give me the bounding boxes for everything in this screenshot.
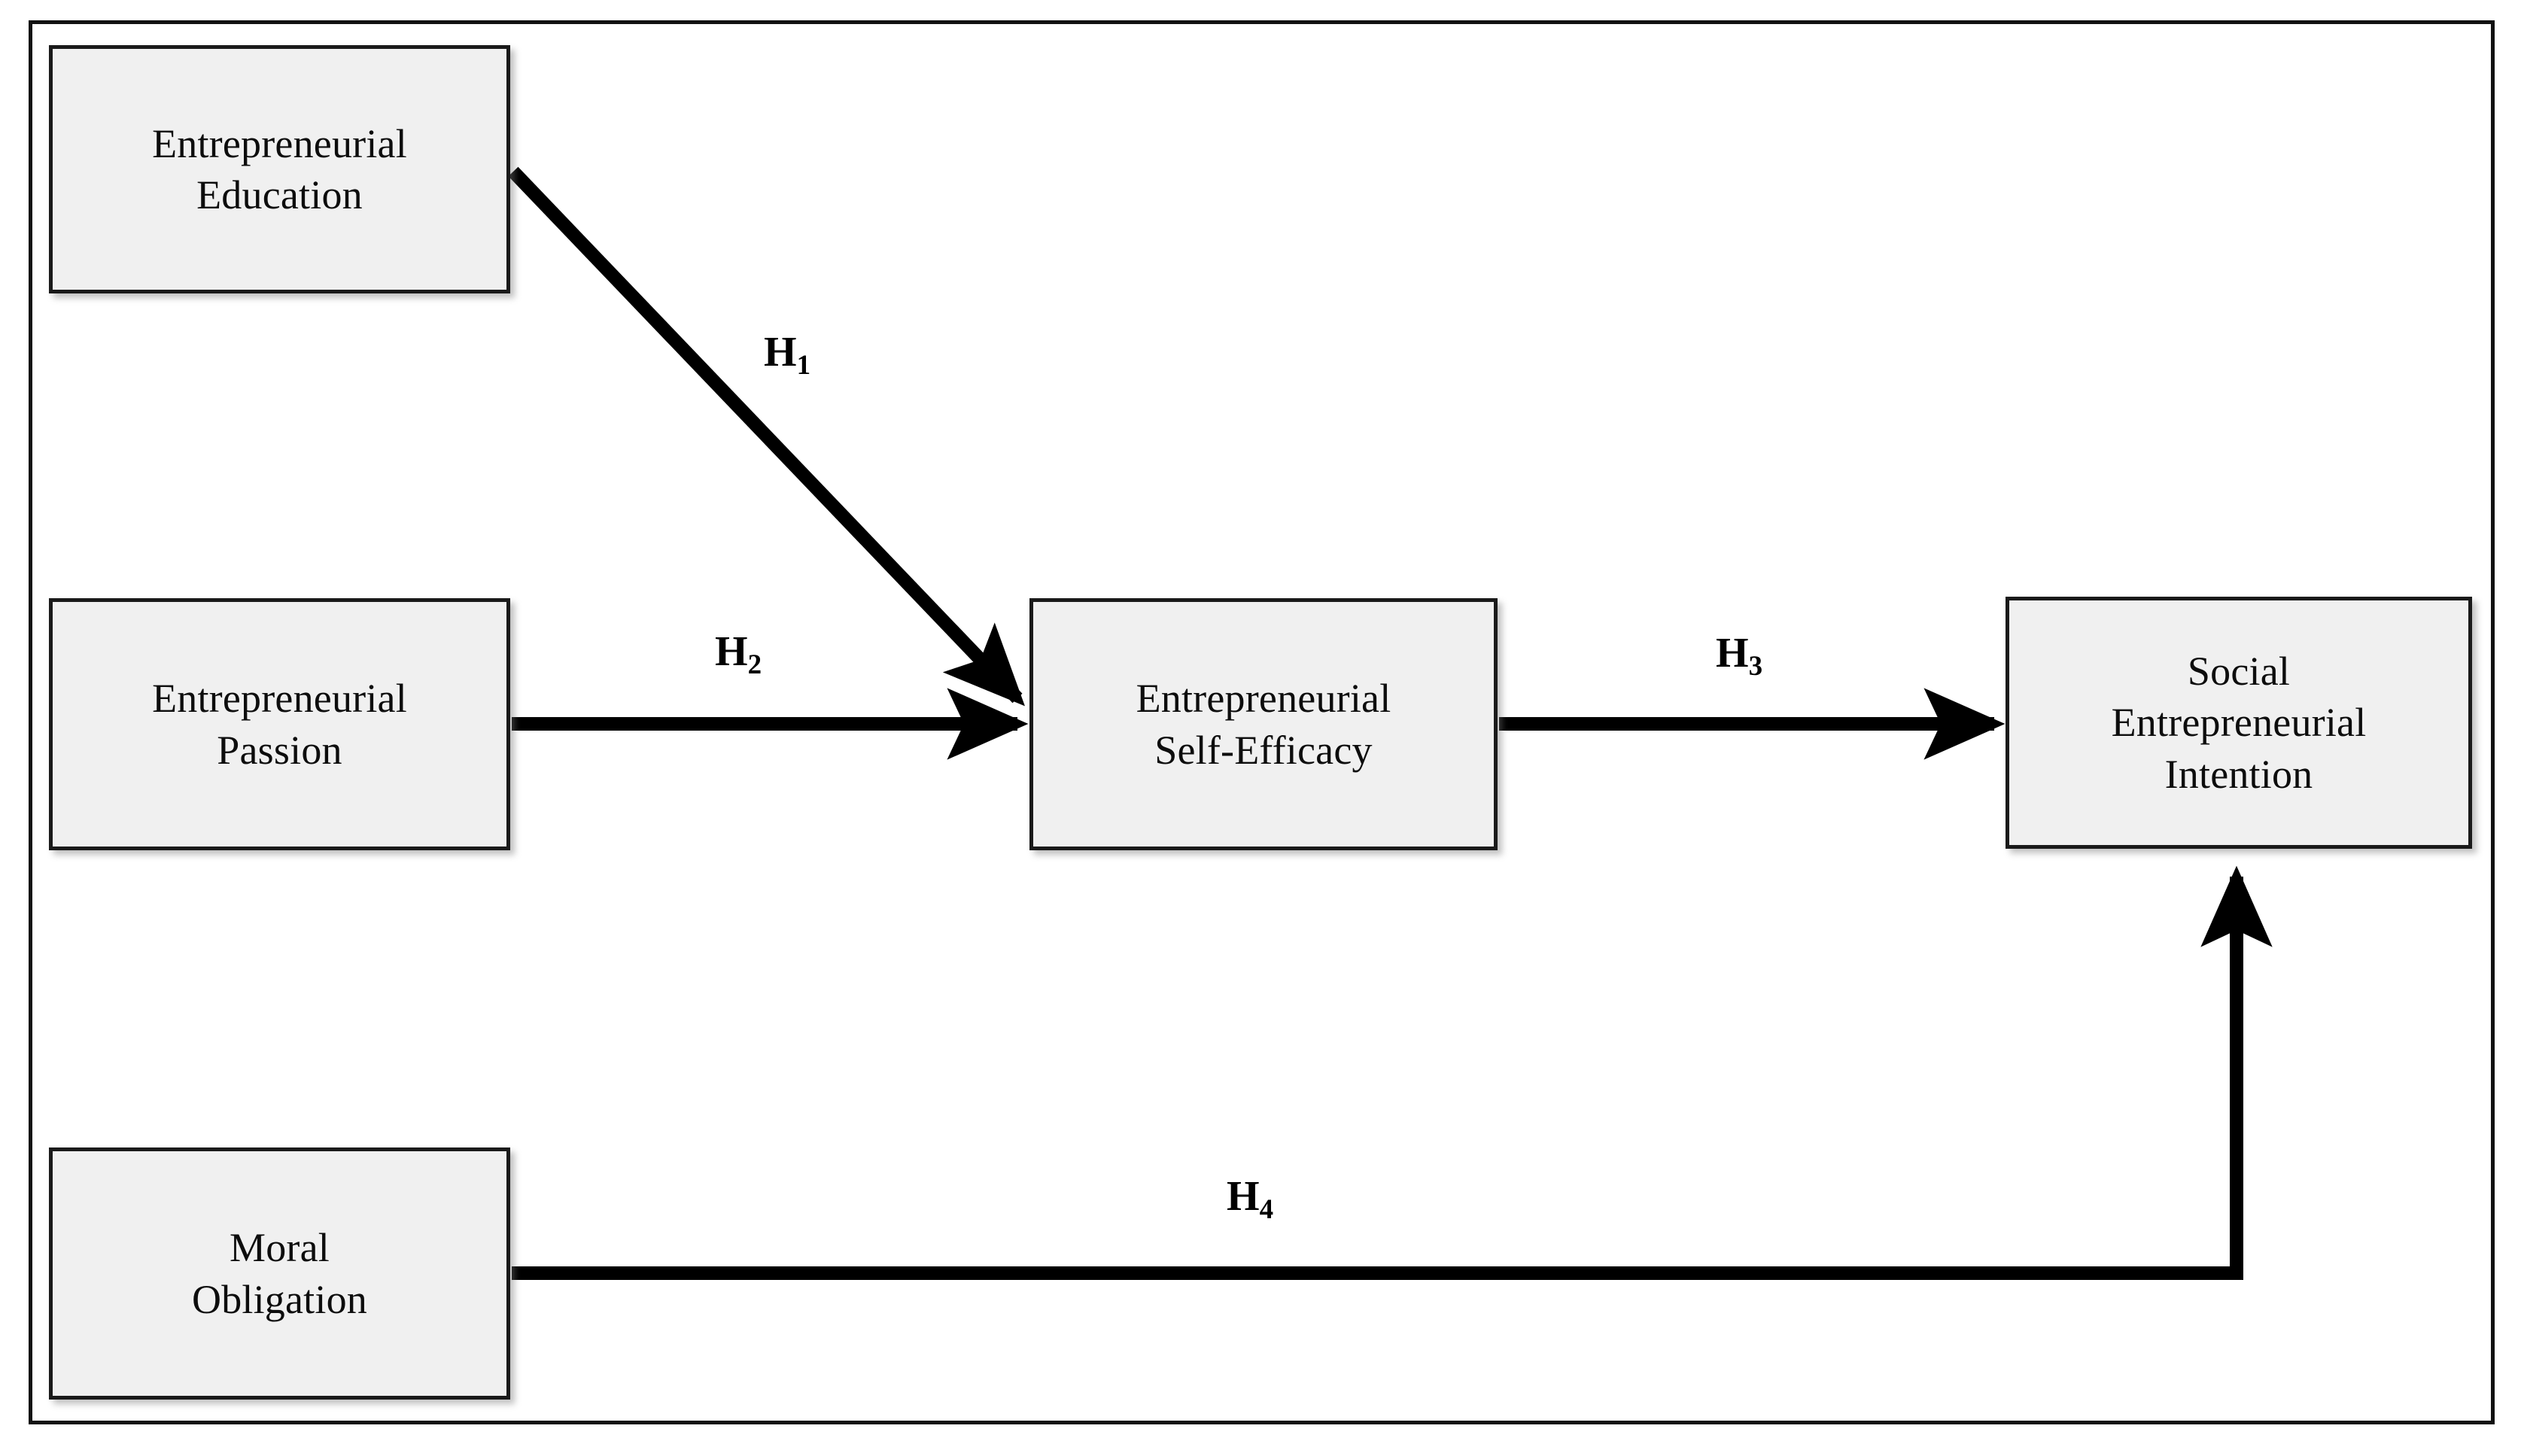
hypothesis-label-h4: H4	[1227, 1173, 1273, 1223]
hypothesis-label-h1: H1	[764, 329, 810, 378]
node-label-entrepreneurial-passion: Entrepreneurial Passion	[152, 676, 407, 773]
node-label-social-entrepreneurial-intention: Social Entrepreneurial Intention	[2111, 649, 2367, 797]
hypothesis-index-h3: 3	[1748, 650, 1763, 682]
hypothesis-label-h3: H3	[1716, 630, 1762, 679]
node-label-entrepreneurial-education: Entrepreneurial Education	[152, 120, 407, 217]
node-label-entrepreneurial-self-efficacy: Entrepreneurial Self-Efficacy	[1136, 676, 1391, 773]
hypothesis-letter-h3: H	[1716, 630, 1749, 676]
hypothesis-index-h2: 2	[747, 649, 762, 680]
hypothesis-letter-h2: H	[715, 628, 748, 675]
node-label-moral-obligation: Moral Obligation	[192, 1225, 367, 1322]
node-entrepreneurial-education[interactable]: Entrepreneurial Education	[49, 45, 510, 293]
hypothesis-index-h4: 4	[1259, 1193, 1274, 1225]
node-moral-obligation[interactable]: Moral Obligation	[49, 1147, 510, 1400]
hypothesis-label-h2: H2	[715, 628, 762, 678]
hypothesis-letter-h4: H	[1227, 1173, 1260, 1220]
hypothesis-letter-h1: H	[764, 329, 797, 375]
figure-outer-frame	[29, 20, 2495, 1424]
node-social-entrepreneurial-intention[interactable]: Social Entrepreneurial Intention	[2006, 597, 2472, 849]
node-entrepreneurial-self-efficacy[interactable]: Entrepreneurial Self-Efficacy	[1029, 598, 1498, 850]
hypothesis-index-h1: 1	[796, 349, 811, 381]
node-entrepreneurial-passion[interactable]: Entrepreneurial Passion	[49, 598, 510, 850]
